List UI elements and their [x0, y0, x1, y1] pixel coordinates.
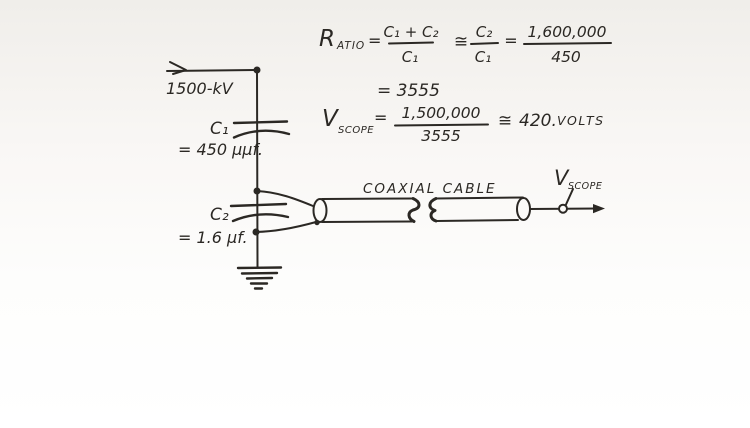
ratio-equals-2: =	[504, 31, 517, 50]
c1-name-label: C₁	[210, 119, 229, 139]
equation-vscope: V SCOPE = 1,500,000 3555 ≅ 420. VOLTS	[322, 104, 605, 145]
scope-terminal-icon	[558, 203, 568, 214]
vscope-value: 420.	[519, 111, 557, 131]
ratio-frac3-numerator: 1,600,000	[528, 23, 607, 41]
ground-symbol-icon	[236, 266, 283, 290]
ratio-frac2-numerator: C₂	[476, 23, 493, 41]
ratio-frac1-denominator: C₁	[402, 48, 419, 66]
ground-bar-3	[245, 276, 274, 280]
ratio-frac3-denominator: 450	[551, 48, 581, 66]
coax-segment2-bottom	[435, 219, 519, 222]
scope-terminal-pointer-line	[565, 188, 574, 206]
c2-name-label: C₂	[210, 205, 229, 225]
vscope-approx-sign: ≅	[498, 111, 512, 131]
output-vscope-var: V	[554, 166, 570, 190]
vscope-frac-numerator: 1,500,000	[402, 104, 481, 122]
tap-wire-bottom	[255, 221, 317, 233]
ratio-frac1-numerator: C₁ + C₂	[383, 23, 438, 41]
vscope-var-subscript: SCOPE	[338, 125, 374, 136]
ratio-equals-1: =	[368, 31, 381, 50]
c1-plate-curved	[232, 129, 291, 139]
ratio-frac3-bar	[523, 42, 612, 45]
input-arrow-icon	[169, 61, 187, 75]
ground-bar-2	[240, 271, 279, 275]
ratio-frac1-bar	[388, 41, 434, 45]
coax-left-end-ellipse	[312, 198, 328, 223]
vscope-var: V	[322, 106, 340, 132]
input-wire	[166, 69, 257, 72]
coax-break-left	[407, 197, 421, 223]
ratio-var: R	[319, 26, 335, 52]
equation-ratio: R ATIO = C₁ + C₂ C₁ ≅ C₂ C₁ = 1,600,000 …	[319, 23, 612, 101]
ground-bar-1	[236, 266, 283, 270]
c2-plate-straight	[229, 202, 288, 208]
coaxial-cable: COAXIAL CABLE	[312, 181, 531, 223]
output-arrow-icon	[593, 204, 605, 214]
c1-plate-straight	[232, 120, 289, 125]
vscope-frac-denominator: 3555	[421, 127, 460, 145]
ratio-frac2-denominator: C₁	[475, 48, 492, 66]
coax-segment2-top	[435, 196, 524, 200]
vscope-equals: =	[374, 108, 387, 127]
vscope-frac-bar	[394, 123, 489, 127]
scope-output: V SCOPE	[529, 166, 605, 214]
output-vscope-subscript: SCOPE	[568, 181, 602, 192]
ratio-result: = 3555	[377, 81, 440, 101]
tap-wire-top	[256, 190, 314, 207]
divider-bus-wire	[256, 69, 259, 268]
vscope-unit: VOLTS	[557, 113, 605, 128]
ratio-frac2-bar	[470, 42, 499, 45]
c1-value-label: = 450 μμf.	[178, 140, 263, 159]
divider-circuit: 1500-kV C₁ = 450 μμf. C₂ = 1.6 μf.	[166, 61, 320, 290]
coax-segment1-top	[321, 197, 415, 200]
coax-break-right	[428, 197, 438, 223]
c2-value-label: = 1.6 μf.	[178, 228, 248, 247]
coax-cable-label: COAXIAL CABLE	[363, 181, 497, 197]
ratio-var-subscript: ATIO	[336, 40, 365, 52]
coax-right-end-ellipse	[516, 197, 531, 221]
coax-segment1-bottom	[321, 220, 413, 223]
ratio-approx-sign: ≅	[454, 32, 468, 52]
c2-plate-curved	[231, 213, 290, 223]
source-voltage-label: 1500-kV	[166, 79, 234, 98]
